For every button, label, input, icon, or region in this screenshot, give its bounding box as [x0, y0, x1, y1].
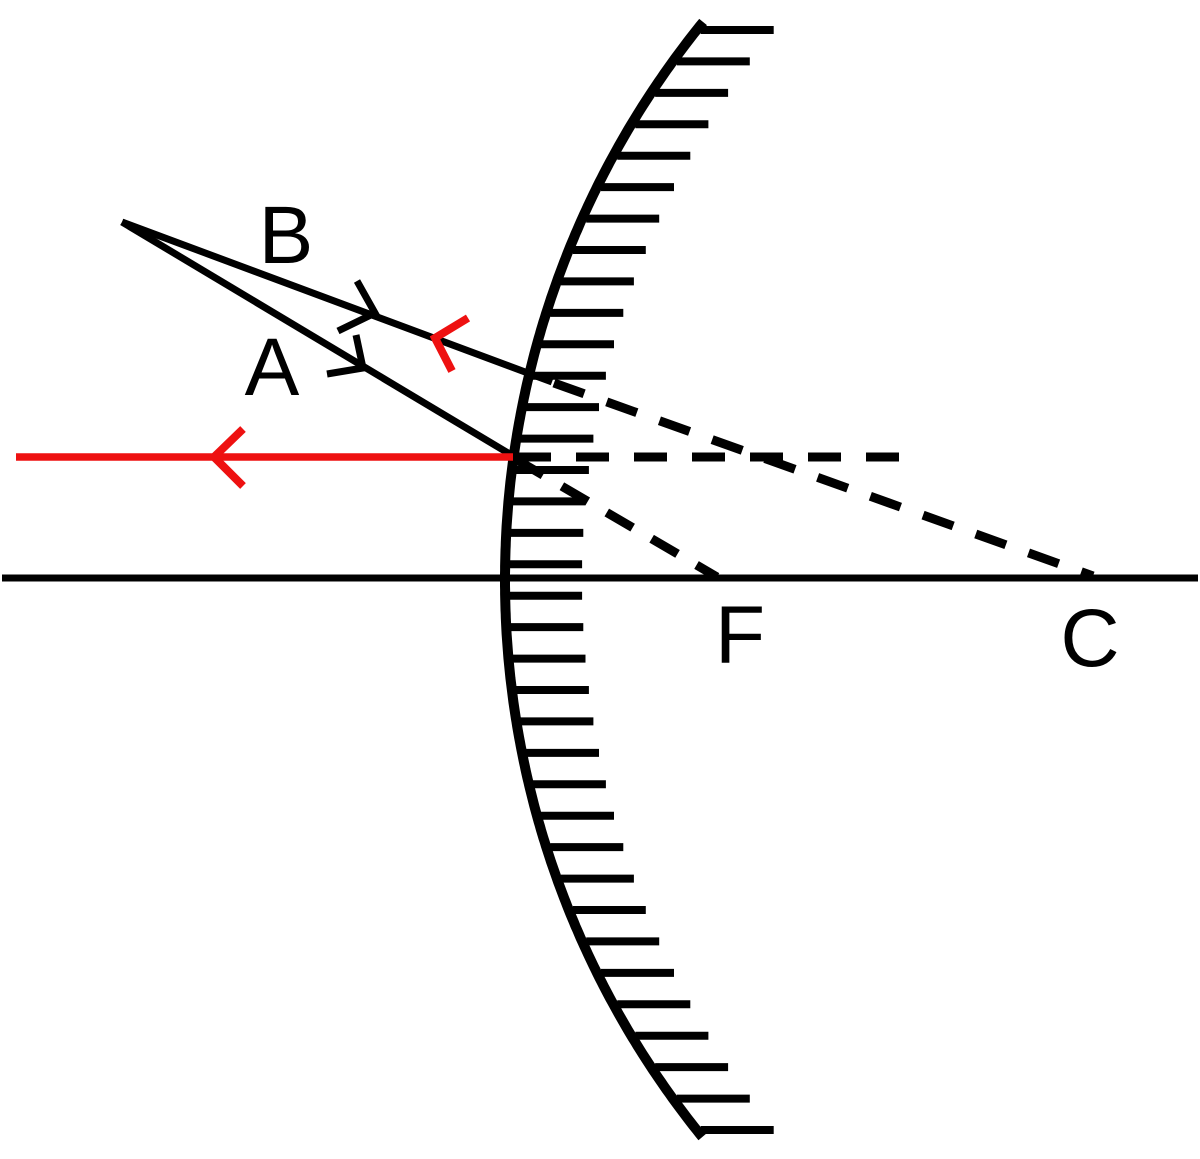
ray-a-virtual-extension-to-f [514, 456, 720, 581]
ray-b-incident [120, 218, 554, 386]
label-center-of-curvature: C [1060, 593, 1119, 684]
mirror-arc [500, 18, 707, 1141]
ray-a-incident-arrowhead [326, 334, 368, 378]
ray-a-reflected-arrowhead [208, 426, 246, 489]
label-ray-a: A [245, 322, 300, 413]
label-ray-b: B [259, 190, 314, 281]
ray-b-virtual-extension-to-c [552, 378, 1095, 581]
ray-b-reflected-arrowhead [429, 314, 471, 373]
ray-b-incident-arrowhead [336, 279, 380, 335]
ray-a-incident [120, 218, 515, 460]
label-focal-point: F [715, 590, 765, 681]
